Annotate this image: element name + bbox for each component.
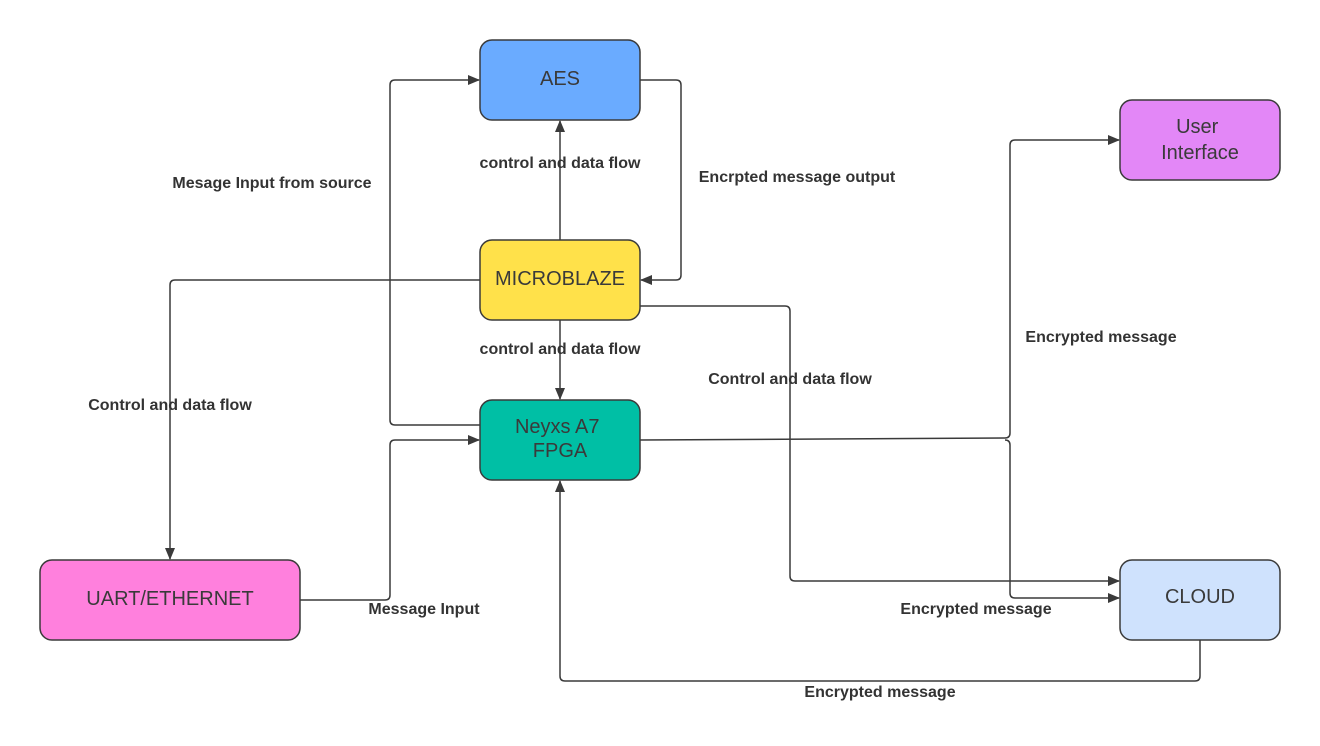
- label-microblaze-to-aes: control and data flow: [480, 155, 641, 172]
- node-aes[interactable]: AES: [479, 39, 641, 121]
- node-uart-ethernet[interactable]: UART/ETHERNET: [39, 559, 301, 641]
- node-user-interface-label: User Interface: [1161, 116, 1239, 164]
- edge-microblaze-to-uart: [165, 279, 480, 560]
- edge-microblaze-to-cloud: [640, 305, 1120, 586]
- edge-fpga-to-user-interface: [639, 135, 1120, 441]
- node-cloud-label: CLOUD: [1165, 586, 1235, 608]
- node-cloud[interactable]: CLOUD: [1119, 559, 1281, 641]
- label-microblaze-to-fpga: control and data flow: [480, 341, 641, 358]
- label-fpga-to-aes-input: Mesage Input from source: [172, 175, 371, 192]
- label-fpga-to-user-interface: Encrypted message: [1025, 329, 1176, 346]
- node-aes-label: AES: [540, 68, 580, 90]
- label-microblaze-to-cloud: Control and data flow: [708, 371, 872, 388]
- node-user-interface[interactable]: User Interface: [1119, 99, 1281, 181]
- label-cloud-to-fpga: Encrypted message: [804, 684, 955, 701]
- node-uart-label: UART/ETHERNET: [86, 588, 253, 610]
- edge-fpga-to-aes: [389, 75, 480, 426]
- node-fpga[interactable]: Neyxs A7 FPGA: [479, 399, 641, 481]
- node-microblaze-label: MICROBLAZE: [495, 268, 625, 290]
- edge-aes-to-microblaze: [640, 79, 682, 285]
- label-aes-to-microblaze: Encrpted message output: [699, 169, 896, 186]
- node-microblaze[interactable]: MICROBLAZE: [479, 239, 641, 321]
- node-fpga-label: Neyxs A7 FPGA: [515, 416, 605, 462]
- label-fpga-to-cloud: Encrypted message: [900, 601, 1051, 618]
- edge-fpga-to-cloud: [1004, 439, 1120, 603]
- label-microblaze-to-uart: Control and data flow: [88, 397, 252, 414]
- edge-cloud-to-fpga: [555, 480, 1201, 682]
- edge-uart-to-fpga: [300, 435, 480, 601]
- label-uart-to-fpga: Message Input: [368, 601, 480, 618]
